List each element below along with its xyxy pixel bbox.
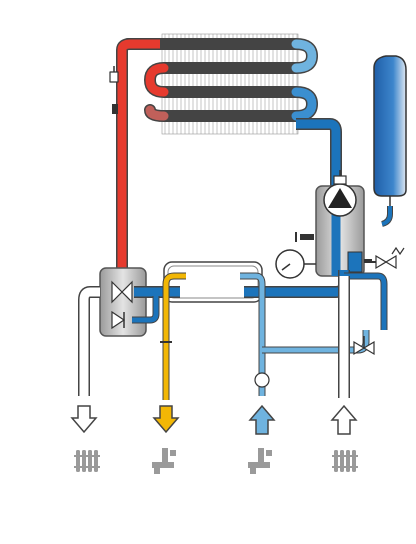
three-way-diverter-valve (99, 267, 147, 337)
hot-flow-pipe (109, 38, 160, 286)
down-arrow-icon (70, 405, 98, 434)
safety-valve-icon (364, 246, 405, 270)
radiator-icon (74, 450, 100, 472)
circulation-pump (295, 170, 372, 277)
expansion-vessel (373, 55, 407, 227)
down-arrow-icon (152, 405, 180, 434)
heating-return-pipe (296, 118, 342, 188)
up-arrow-icon (248, 404, 276, 435)
connection-fixtures (74, 448, 358, 474)
temperature-sensor-icon (109, 71, 119, 83)
drain-plug-icon (300, 234, 314, 240)
pressure-gauge-icon (275, 249, 316, 279)
tap-icon (248, 448, 272, 474)
radiator-icon (332, 450, 358, 472)
fill-valve-icon (353, 336, 375, 356)
heating-flow-outlet-pipe (78, 286, 100, 396)
flow-meter-icon (254, 372, 270, 388)
dhw-outlet-pipe (160, 272, 186, 400)
up-arrow-icon (330, 404, 358, 435)
air-vent-icon (333, 175, 347, 185)
connection-arrows (70, 404, 358, 435)
flow-switch-icon (112, 104, 118, 114)
tap-icon (152, 448, 176, 474)
